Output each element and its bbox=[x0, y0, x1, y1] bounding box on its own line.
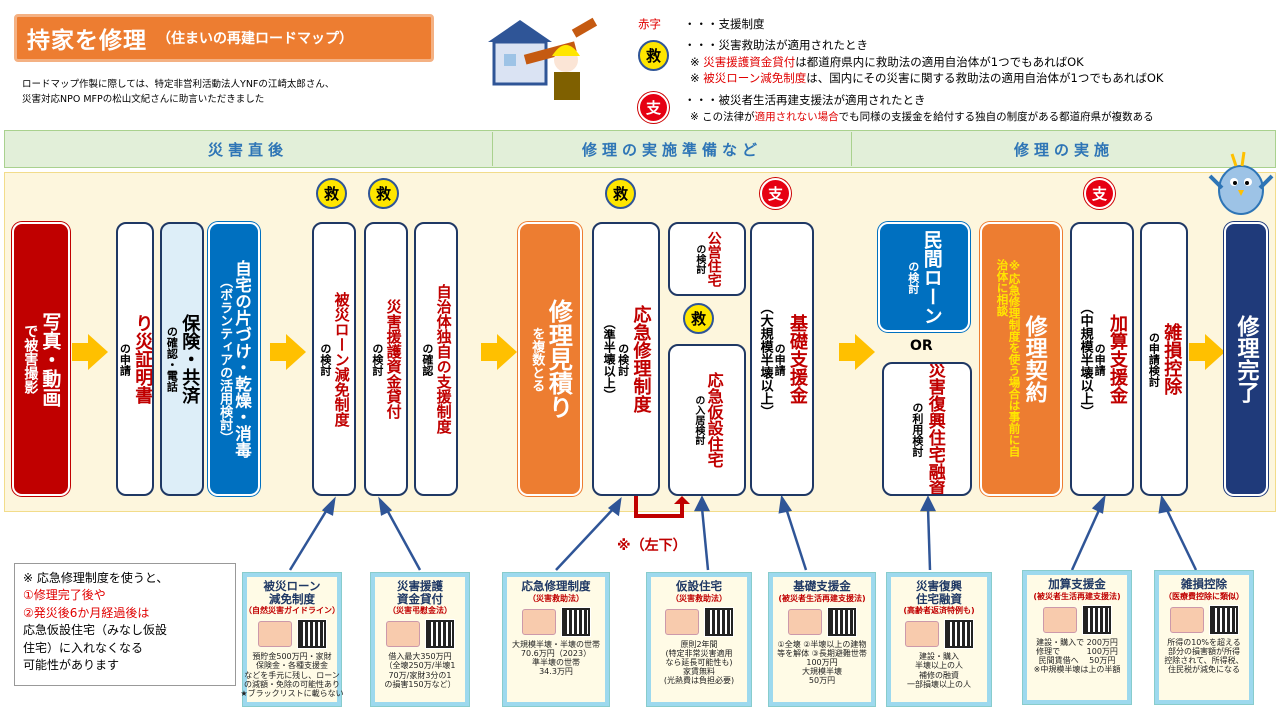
step-relief-fund: 災害援護資金貸付の検討 bbox=[364, 222, 408, 496]
step-additional-support: 加算支援金の申請（中規模半壊以上） bbox=[1070, 222, 1134, 496]
bird-mascot-icon bbox=[1208, 151, 1274, 215]
step-casualty-deduction: 雑損控除の申請検討 bbox=[1140, 222, 1188, 496]
phase-execution: 修理の実施 bbox=[1013, 140, 1114, 159]
legend-kyu-note-2: ※ 被災ローン減免制度は、国内にその災害に関する救助法の適用自治体が1つでもあれ… bbox=[690, 71, 1164, 85]
qr-code-icon bbox=[561, 606, 591, 637]
shi-badge-icon: 支 bbox=[760, 178, 791, 209]
building-illustration-icon bbox=[1170, 606, 1204, 633]
building-illustration-icon bbox=[665, 608, 699, 635]
house-illustration-icon bbox=[522, 608, 556, 635]
qr-code-icon bbox=[297, 619, 327, 650]
step-private-loan: 民間ローンの検討 bbox=[878, 222, 970, 332]
shi-badge-icon: 支 bbox=[1084, 178, 1115, 209]
card-basic-support: 基礎支援金(被災者生活再建支援法) ①全壊 ②半壊以上の建物等を解体 ③長期避難… bbox=[768, 572, 876, 707]
card-reconstruction-loan: 災害復興住宅融資(高齢者返済特例も) 建設・購入半壊以上の人補修の融資一部損壊以… bbox=[886, 572, 992, 707]
qr-code-icon bbox=[425, 619, 455, 650]
step-photo: 写真・動画で被害撮影 bbox=[12, 222, 70, 496]
legend-red-desc: ・・・支援制度 bbox=[684, 17, 765, 31]
credit-line-2: 災害対応NPO MFPの松山文紀さんに助言いただきました bbox=[22, 94, 265, 105]
kyu-badge-icon: 救 bbox=[683, 303, 714, 334]
card-loan-relief: 被災ローン減免制度（自然災害ガイドライン） 預貯金500万円・家財保険金・各種支… bbox=[240, 572, 344, 707]
page-title-banner: 持家を修理 （住まいの再建ロードマップ） bbox=[14, 14, 434, 62]
step-certificate: り災証明書の申請 bbox=[116, 222, 154, 496]
step-public-housing: 公営住宅の検討 bbox=[668, 222, 746, 296]
kyu-badge-icon: 救 bbox=[316, 178, 347, 209]
legend-kyu-desc: ・・・災害救助法が適用されたとき bbox=[684, 38, 868, 52]
kyu-badge-icon: 救 bbox=[638, 40, 669, 71]
kyu-badge-icon: 救 bbox=[605, 178, 636, 209]
step-repair-complete: 修理完了 bbox=[1224, 222, 1268, 496]
step-cleanup: 自宅の片づけ・乾燥・消毒（ボランティアの活用検討） bbox=[208, 222, 260, 496]
credit-line-1: ロードマップ作製に際しては、特定非営利活動法人YNFの江崎太郎さん、 bbox=[22, 79, 335, 90]
step-emergency-repair: 応急修理制度の検討（準半壊以上） bbox=[592, 222, 660, 496]
qr-code-icon bbox=[1082, 604, 1112, 635]
flow-arrow-icon bbox=[72, 334, 108, 370]
qr-code-icon bbox=[827, 606, 857, 637]
step-basic-support: 基礎支援金の申請（大規模半壊以上） bbox=[750, 222, 814, 496]
shi-badge-icon: 支 bbox=[638, 92, 669, 123]
legend-red-label: 赤字 bbox=[638, 17, 661, 31]
step-insurance: 保険・共済の確認・電話 bbox=[160, 222, 204, 496]
legend-shi-note: ※ この法律が適用されない場合でも同様の支援金を給付する独自の制度がある都道府県… bbox=[690, 111, 1154, 123]
loop-label: ※（左下） bbox=[617, 538, 687, 554]
flow-arrow-icon bbox=[270, 334, 306, 370]
phase-divider bbox=[851, 132, 852, 166]
step-temporary-housing: 応急仮設住宅の入居検討 bbox=[668, 344, 746, 496]
kyu-badge-icon: 救 bbox=[368, 178, 399, 209]
step-reconstruction-loan: 災害復興住宅融資の利用検討 bbox=[882, 362, 972, 496]
flow-arrow-icon bbox=[1189, 334, 1225, 370]
step-loan-relief: 被災ローン減免制度の検討 bbox=[312, 222, 356, 496]
money-illustration-icon bbox=[386, 621, 420, 648]
card-connectors bbox=[288, 496, 1198, 571]
loop-arrow-icon bbox=[634, 496, 690, 518]
phase-divider bbox=[492, 132, 493, 166]
or-label: OR bbox=[910, 338, 933, 354]
qr-code-icon bbox=[944, 619, 974, 650]
step-repair-contract: 修理契約※応急修理制度を使う場合は事前に自治体に相談 bbox=[980, 222, 1062, 496]
legend-shi-desc: ・・・被災者生活再建支援法が適用されたとき bbox=[684, 93, 926, 107]
page-title: 持家を修理 bbox=[27, 28, 147, 54]
house-repair-worker-icon bbox=[488, 17, 598, 100]
flow-arrow-icon bbox=[481, 334, 517, 370]
money-illustration-icon bbox=[788, 608, 822, 635]
phase-preparation: 修理の実施準備など bbox=[581, 140, 762, 159]
legend-kyu-note-1: ※ 災害援護資金貸付は都道府県内に救助法の適用自治体が1つでもあればOK bbox=[690, 55, 1084, 69]
card-temporary-housing: 仮設住宅（災害救助法） 原則2年間(特定非常災害適用なら延長可能性も)家賃無料(… bbox=[646, 572, 752, 707]
qr-code-icon bbox=[1209, 604, 1239, 635]
phase-immediate: 災害直後 bbox=[207, 140, 288, 159]
card-additional-support: 加算支援金(被災者生活再建支援法) 建設・購入で 200万円修理で 100万円民… bbox=[1022, 570, 1132, 705]
document-illustration-icon bbox=[258, 621, 292, 648]
phase-band bbox=[4, 130, 1276, 168]
step-estimate: 修理見積りを複数とる bbox=[518, 222, 582, 496]
qr-code-icon bbox=[704, 606, 734, 637]
step-local-support: 自治体独自の支援制度の確認 bbox=[414, 222, 458, 496]
card-casualty-deduction: 雑損控除（医療費控除に類似） 所得の10%を超える部分の損害額が所得控除されて、… bbox=[1154, 570, 1254, 705]
house-illustration-icon bbox=[905, 621, 939, 648]
money-illustration-icon bbox=[1043, 606, 1077, 633]
emergency-repair-note: ※ 応急修理制度を使うと、 ①修理完了後や ②発災後6か月経過後は 応急仮設住宅… bbox=[14, 563, 236, 686]
page-subtitle: （住まいの再建ロードマップ） bbox=[157, 31, 353, 47]
flow-arrow-icon bbox=[839, 334, 875, 370]
